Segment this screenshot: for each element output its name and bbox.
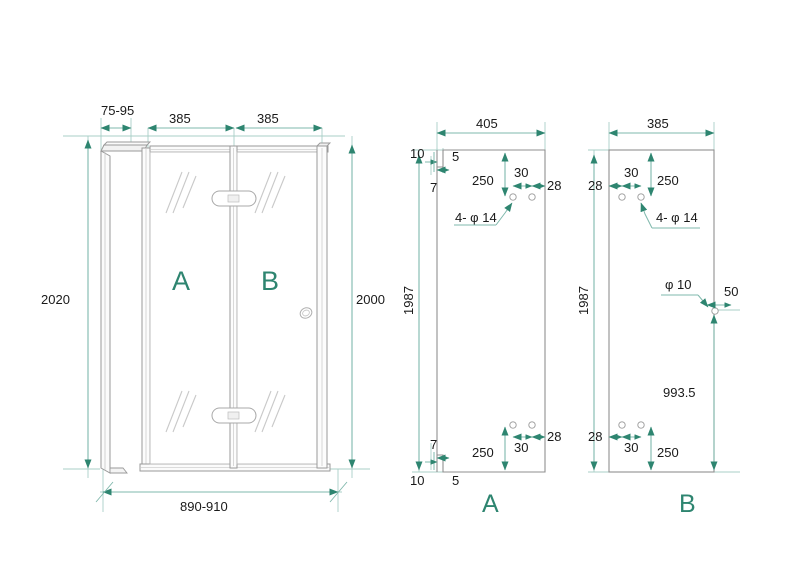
dim-b-bottom-hole-spacing-label: 30 xyxy=(624,440,638,455)
dim-detail-b-height-label: 1987 xyxy=(576,286,591,315)
front-elevation-group: 75-95 385 385 2020 2000 890-910 xyxy=(41,103,385,514)
detail-b-top-holes xyxy=(618,193,645,201)
dim-detail-a-top-hole-spacing: 30 xyxy=(512,165,533,190)
dim-detail-a-height-label: 1987 xyxy=(401,286,416,315)
dim-detail-a-top-hole-vertical: 250 xyxy=(472,152,509,197)
detail-a-group: 405 1987 10 5 7 250 xyxy=(401,116,561,518)
dim-wall-profile-width-label: 75-95 xyxy=(101,103,134,118)
detail-b-mid-hole-callout-label: φ 10 xyxy=(665,277,692,292)
dim-detail-b-width-label: 385 xyxy=(647,116,669,131)
dim-b-mid-hole-edge-offset-label: 50 xyxy=(724,284,738,299)
dim-detail-a-bottom-notch: 7 10 5 xyxy=(410,437,459,488)
detail-a-top-holes xyxy=(509,193,536,201)
dim-detail-a-bottom-hole-spacing: 30 xyxy=(512,433,533,455)
dim-b-bottom-edge-offset-label: 28 xyxy=(588,429,602,444)
dim-overall-height-right-label: 2000 xyxy=(356,292,385,307)
dim-detail-a-top-edge-offset: 28 xyxy=(531,178,561,193)
detail-b-hole-callout-label: 4- φ 14 xyxy=(656,210,698,225)
dim-detail-b-top-edge-offset: 28 xyxy=(588,178,623,193)
detail-b-mid-hole-callout: φ 10 xyxy=(661,277,709,308)
dim-a-bottom-hole-spacing-label: 30 xyxy=(514,440,528,455)
dim-a-bottom-notch-offset-label: 10 xyxy=(410,473,424,488)
dim-a-top-notch-width-label: 5 xyxy=(452,149,459,164)
dim-a-top-hole-spacing-label: 30 xyxy=(514,165,528,180)
dim-detail-b-top-hole-spacing: 30 xyxy=(621,165,642,190)
detail-a-hole-callout: 4- φ 14 xyxy=(454,202,513,226)
wall-profile xyxy=(100,141,152,474)
dim-b-top-hole-vertical-label: 250 xyxy=(657,173,679,188)
dim-b-top-edge-offset-label: 28 xyxy=(588,178,602,193)
dim-detail-b-width: 385 xyxy=(608,116,715,137)
detail-b-hole-callout: 4- φ 14 xyxy=(640,202,700,229)
glass-reflection-b-top xyxy=(254,171,286,214)
dim-overall-height-left-label: 2020 xyxy=(41,292,70,307)
dim-a-bottom-notch-width-label: 5 xyxy=(452,473,459,488)
detail-b-group: 385 1987 28 30 250 xyxy=(576,116,740,518)
dim-detail-a-height: 1987 xyxy=(401,154,423,471)
dim-overall-height-left: 2020 xyxy=(41,139,92,469)
handle-lower xyxy=(211,407,257,424)
dim-panel-b-width-label: 385 xyxy=(257,111,279,126)
detail-b-bottom-holes xyxy=(618,421,645,429)
front-panel-b-label: B xyxy=(261,266,279,296)
dim-a-bottom-notch-depth-label: 7 xyxy=(430,437,437,452)
detail-a-label: A xyxy=(482,490,499,518)
detail-b-body xyxy=(608,149,715,473)
handle-upper xyxy=(211,190,257,207)
dim-a-bottom-edge-offset-label: 28 xyxy=(547,429,561,444)
dim-b-top-hole-spacing-label: 30 xyxy=(624,165,638,180)
dim-detail-a-bottom-hole-vertical: 250 xyxy=(472,426,509,471)
top-rail xyxy=(149,145,329,153)
glass-reflection-a-bottom xyxy=(165,390,197,433)
dim-detail-b-bottom-edge-offset: 28 xyxy=(588,429,623,444)
right-jamb-post xyxy=(315,142,332,469)
dim-a-bottom-hole-vertical-label: 250 xyxy=(472,445,494,460)
dim-overall-height-right: 2000 xyxy=(348,144,385,469)
dim-b-bottom-hole-vertical-label: 250 xyxy=(657,445,679,460)
dim-detail-b-height: 1987 xyxy=(576,154,598,471)
dim-a-top-notch-depth-label: 7 xyxy=(430,180,437,195)
dim-a-top-hole-vertical-label: 250 xyxy=(472,173,494,188)
detail-a-bottom-holes xyxy=(509,421,536,429)
glass-reflection-a-top xyxy=(165,171,197,214)
dim-detail-a-width-label: 405 xyxy=(476,116,498,131)
dim-overall-width-label: 890-910 xyxy=(180,499,228,514)
detail-a-hole-callout-label: 4- φ 14 xyxy=(455,210,497,225)
dim-a-top-edge-offset-label: 28 xyxy=(547,178,561,193)
front-panel-a-label: A xyxy=(172,266,190,296)
dim-panel-b-width: 385 xyxy=(235,111,323,132)
dim-wall-profile-width: 75-95 xyxy=(100,103,134,132)
dim-panel-a-width: 385 xyxy=(147,111,235,132)
dim-a-top-notch-offset-label: 10 xyxy=(410,146,424,161)
dim-detail-a-bottom-edge-offset: 28 xyxy=(531,429,561,444)
glass-reflection-b-bottom xyxy=(254,390,286,433)
detail-b-mid-hole xyxy=(711,307,719,315)
dim-detail-b-mid-hole-height: 993.5 xyxy=(663,314,718,471)
dim-detail-b-mid-hole-edge-offset: 50 xyxy=(706,284,738,309)
dim-detail-b-bottom-hole-spacing: 30 xyxy=(621,433,642,455)
dim-detail-b-bottom-hole-vertical: 250 xyxy=(647,426,679,471)
dim-detail-a-width: 405 xyxy=(436,116,546,137)
dim-detail-a-top-notch: 10 5 7 xyxy=(410,146,459,195)
detail-b-label: B xyxy=(679,490,696,518)
dim-detail-b-top-hole-vertical: 250 xyxy=(647,152,679,197)
dim-panel-a-width-label: 385 xyxy=(169,111,191,126)
hinge-post xyxy=(141,147,151,469)
door-knob xyxy=(299,307,313,319)
dim-b-mid-hole-height-label: 993.5 xyxy=(663,385,696,400)
dim-overall-width: 890-910 xyxy=(95,481,348,514)
